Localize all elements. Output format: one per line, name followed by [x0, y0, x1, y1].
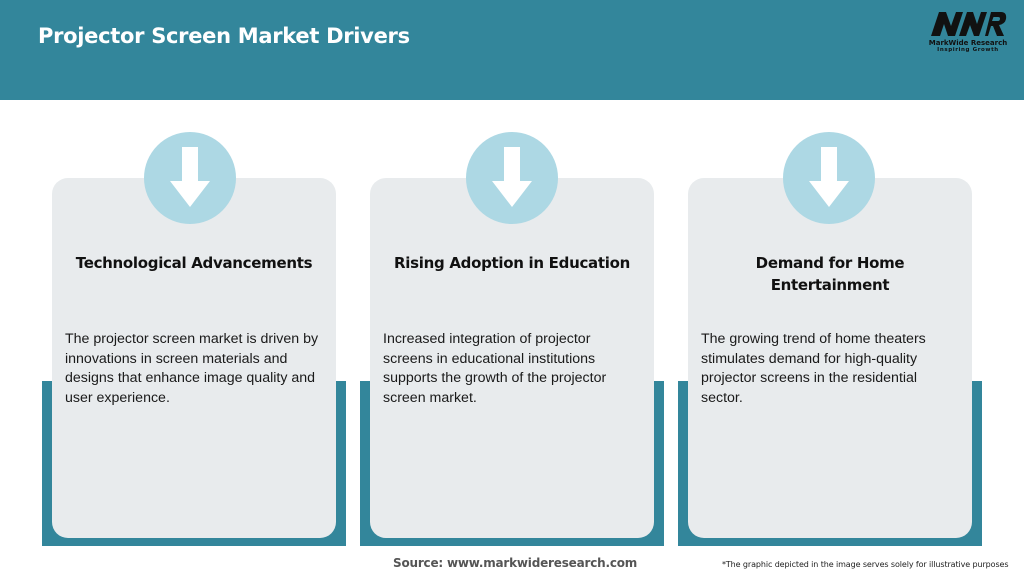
arrow-down-icon: [466, 132, 558, 224]
driver-card-technological-advancements: Technological Advancements The projector…: [52, 178, 336, 538]
source-credit: Source: www.markwideresearch.com: [393, 556, 638, 570]
mwr-logo-icon: [931, 12, 1007, 36]
logo: MarkWide Research Inspiring Growth: [922, 10, 1014, 58]
logo-tagline: Inspiring Growth: [937, 47, 999, 53]
card-title: Technological Advancements: [75, 254, 313, 272]
arrow-down-icon: [783, 132, 875, 224]
logo-name: MarkWide Research: [928, 39, 1008, 47]
card-description: The projector screen market is driven by…: [65, 331, 319, 406]
disclaimer-note: *The graphic depicted in the image serve…: [722, 560, 1009, 569]
header-banner: Projector Screen Market Drivers MarkWide…: [0, 0, 1024, 100]
page-title: Projector Screen Market Drivers: [38, 24, 410, 48]
card-description: Increased integration of projector scree…: [383, 331, 607, 406]
arrow-down-icon: [144, 132, 236, 224]
card-title: Demand for Home Entertainment: [755, 254, 905, 294]
card-description: The growing trend of home theaters stimu…: [701, 331, 926, 406]
driver-card-demand-for-home-entertainment: Demand for Home Entertainment The growin…: [688, 178, 972, 538]
card-title: Rising Adoption in Education: [394, 254, 630, 272]
driver-card-rising-adoption-in-education: Rising Adoption in Education Increased i…: [370, 178, 654, 538]
